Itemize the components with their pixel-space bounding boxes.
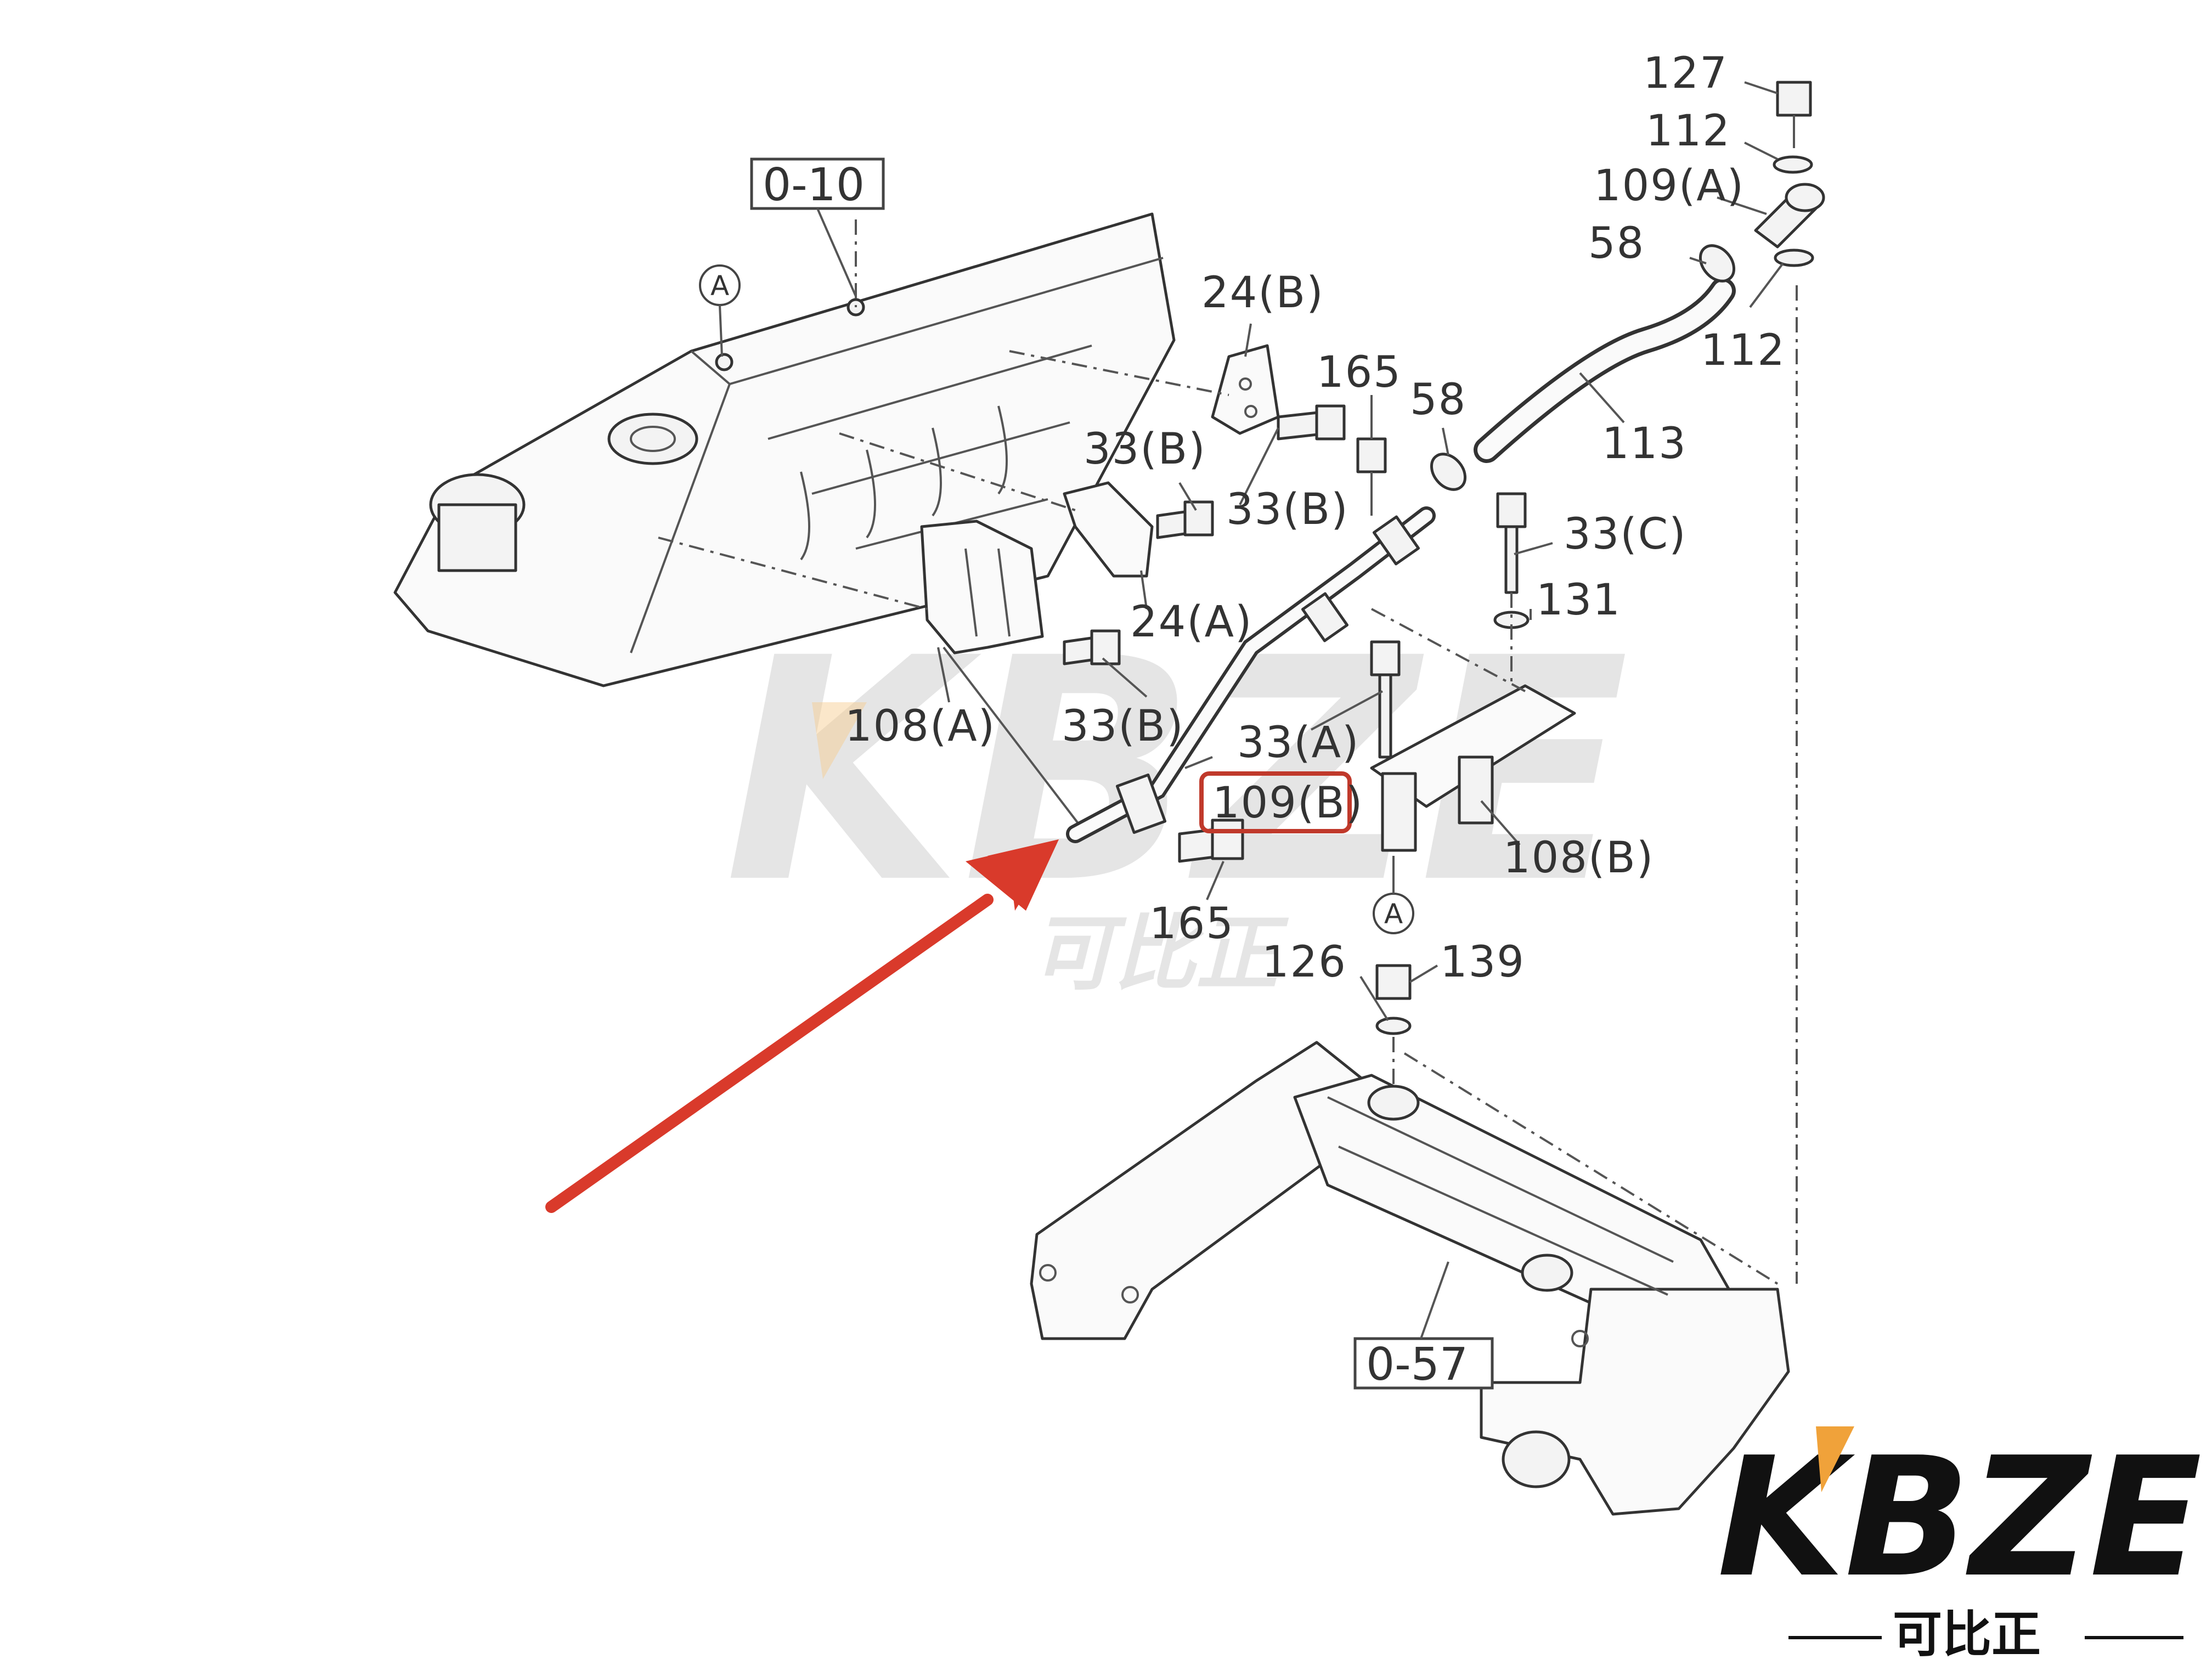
reference-box-0-57: 0-57 xyxy=(1353,1261,1494,1391)
hose-113[interactable] xyxy=(1474,278,1736,463)
label-126: 126 xyxy=(1262,938,1347,987)
watermark-subtext: 可比正 xyxy=(1031,906,1289,1002)
label-113: 113 xyxy=(1602,419,1687,469)
bolts-vertical xyxy=(1356,437,1530,759)
red-arrow xyxy=(545,839,1059,1213)
label-165-bottom: 165 xyxy=(1149,899,1234,949)
bolt-139 xyxy=(1375,964,1412,1097)
bracket-24a xyxy=(839,432,1154,578)
label-33b-2: 33(B) xyxy=(1226,485,1349,534)
bracket-24b xyxy=(1009,344,1280,435)
bracket-108a xyxy=(658,520,1087,835)
label-33a: 33(A) xyxy=(1237,718,1359,768)
label-165-top: 165 xyxy=(1317,348,1402,397)
label-58-top: 58 xyxy=(1588,219,1645,268)
label-112-right: 112 xyxy=(1701,326,1786,375)
leader-lines xyxy=(937,81,1784,1022)
logo-accent xyxy=(1816,1426,1854,1492)
label-24b: 24(B) xyxy=(1201,268,1324,318)
reference-marker-top: A xyxy=(699,264,741,357)
label-58-mid: 58 xyxy=(1410,375,1466,425)
label-33b-3: 33(B) xyxy=(1062,702,1184,751)
watermark-accent xyxy=(812,702,867,779)
logo-subtext: 可比正 xyxy=(1893,1606,2041,1659)
bracket-108b xyxy=(1370,592,1576,852)
clamps-58 xyxy=(1430,244,1736,491)
reference-marker-bottom-label: A xyxy=(1384,898,1403,930)
label-131: 131 xyxy=(1536,575,1621,625)
reference-marker-bottom: A xyxy=(1373,856,1414,934)
pipe-109b[interactable] xyxy=(1066,506,1436,863)
fitting-109a xyxy=(1754,81,1825,1284)
part-labels: 127 112 109(A) 58 112 24(B) 165 58 113 3… xyxy=(845,49,1786,987)
highlight-109b[interactable]: 109(B) xyxy=(1199,771,1363,833)
reference-marker-top-label: A xyxy=(710,270,729,302)
label-108a: 108(A) xyxy=(845,702,996,751)
label-24a: 24(A) xyxy=(1130,597,1252,647)
label-109b: 109(B) xyxy=(1212,778,1363,828)
reference-box-0-10: 0-10 xyxy=(750,157,885,297)
label-139: 139 xyxy=(1440,938,1525,987)
label-109a: 109(A) xyxy=(1594,161,1745,211)
label-112-top: 112 xyxy=(1646,106,1731,156)
label-108b: 108(B) xyxy=(1503,833,1654,883)
logo-text: KBZE xyxy=(1717,1422,2202,1613)
egr-cooler-assembly xyxy=(1030,1041,1790,1516)
reference-box-0-57-label: 0-57 xyxy=(1366,1339,1468,1391)
bolts-33b xyxy=(1063,404,1346,665)
kbze-logo: KBZE 可比正 xyxy=(1717,1422,2202,1659)
label-127: 127 xyxy=(1643,49,1728,98)
highlight-box xyxy=(1199,771,1352,833)
reference-box-0-10-label: 0-10 xyxy=(763,159,865,211)
label-33c: 33(C) xyxy=(1564,510,1687,559)
label-33b-1: 33(B) xyxy=(1084,425,1206,474)
